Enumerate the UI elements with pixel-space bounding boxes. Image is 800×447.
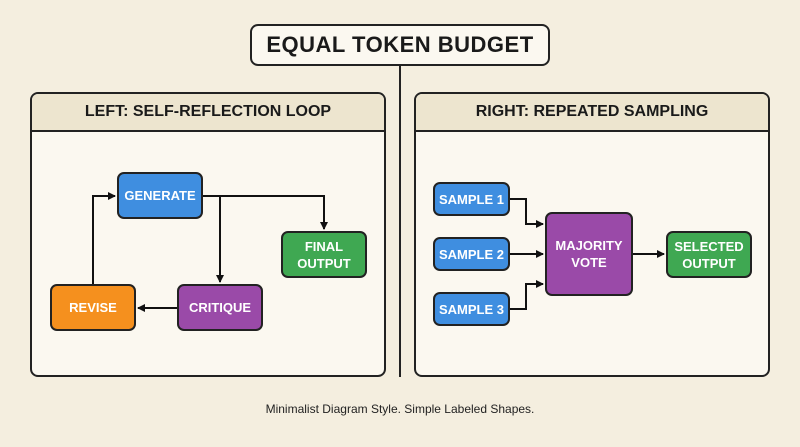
diagram-title: EQUAL TOKEN BUDGET	[250, 24, 550, 66]
selected-output-node: SELECTED OUTPUT	[666, 231, 752, 278]
final-output-node: FINAL OUTPUT	[281, 231, 367, 278]
sample-2-node: SAMPLE 2	[433, 237, 510, 271]
generate-node: GENERATE	[117, 172, 203, 219]
sample-1-node: SAMPLE 1	[433, 182, 510, 216]
sample-3-node: SAMPLE 3	[433, 292, 510, 326]
left-panel-header: LEFT: SELF-REFLECTION LOOP	[32, 94, 384, 132]
majority-vote-node: MAJORITY VOTE	[545, 212, 633, 296]
right-panel-header: RIGHT: REPEATED SAMPLING	[416, 94, 768, 132]
center-divider	[399, 66, 401, 377]
critique-node: CRITIQUE	[177, 284, 263, 331]
revise-node: REVISE	[50, 284, 136, 331]
caption: Minimalist Diagram Style. Simple Labeled…	[265, 402, 535, 416]
